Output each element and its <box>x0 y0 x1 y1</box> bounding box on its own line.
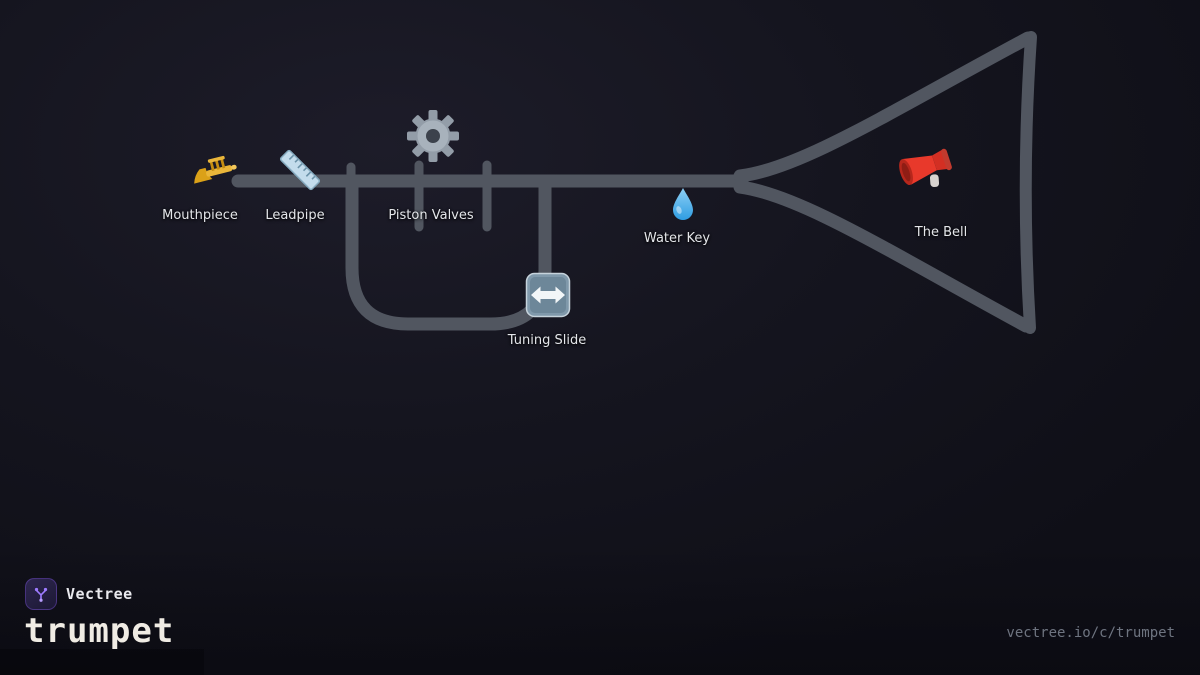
node-label-leadpipe: Leadpipe <box>265 208 325 223</box>
ruler-icon <box>279 149 321 191</box>
node-piston-valves[interactable]: Piston Valves <box>385 105 485 230</box>
corner-shade <box>0 649 204 675</box>
node-label-water-key: Water Key <box>643 231 711 246</box>
vectree-logo[interactable] <box>25 578 57 610</box>
node-label-mouthpiece: Mouthpiece <box>162 208 238 223</box>
trumpet-icon <box>194 155 237 184</box>
brand-name: Vectree <box>66 585 133 603</box>
node-water-key[interactable]: Water Key <box>640 185 730 247</box>
node-leadpipe[interactable]: Leadpipe <box>255 144 345 230</box>
node-label-the-bell: The Bell <box>914 225 968 240</box>
share-url: vectree.io/c/trumpet <box>1006 625 1175 641</box>
gear-icon <box>407 110 459 162</box>
node-mouthpiece[interactable]: Mouthpiece <box>150 148 250 228</box>
droplet-icon <box>673 188 693 220</box>
megaphone-icon <box>899 148 952 187</box>
page-title: trumpet <box>24 611 175 651</box>
node-the-bell[interactable]: The Bell <box>890 140 1000 242</box>
node-tuning-slide[interactable]: Tuning Slide <box>505 270 595 352</box>
tree-branch-icon <box>34 587 48 602</box>
node-label-tuning-slide: Tuning Slide <box>507 333 587 348</box>
node-label-piston-valves: Piston Valves <box>388 208 474 223</box>
left-right-arrow-icon <box>525 272 571 318</box>
